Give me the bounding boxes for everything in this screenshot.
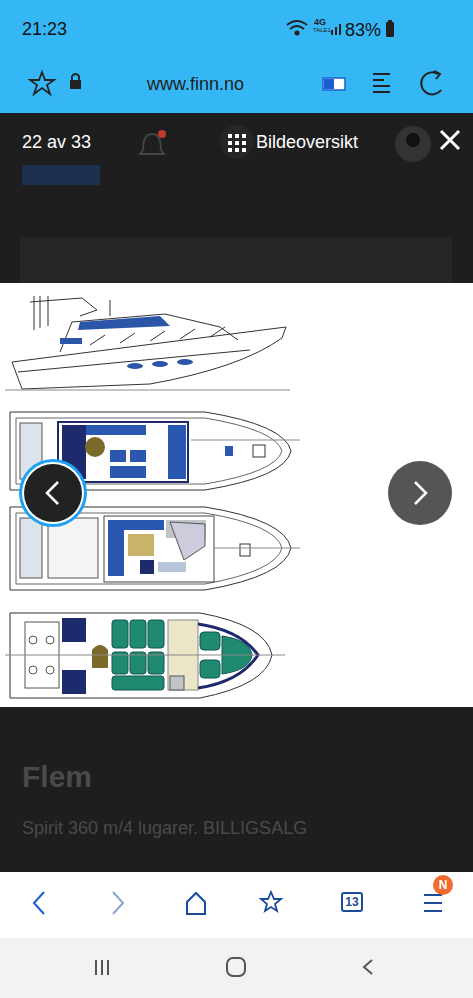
system-nav-bar (0, 938, 473, 998)
bookmarks-icon (261, 892, 281, 911)
side-windows (60, 316, 193, 369)
bell-badge (158, 130, 166, 138)
forward-icon (113, 892, 123, 914)
star-icon (30, 72, 54, 94)
grid-button-bg (220, 125, 254, 159)
node-text: 13 (345, 896, 358, 908)
signal-icon (331, 24, 341, 35)
reload-arrow (434, 71, 440, 79)
close-icon (441, 131, 459, 149)
listing-subtitle: Spirit 360 m/4 lugarer. BILLIGSALG (22, 818, 307, 839)
avatar (395, 126, 431, 162)
notification-badge: N (433, 875, 453, 895)
image-counter: 22 av 33 (22, 132, 91, 153)
browser-bottom-bar (0, 872, 473, 938)
reader-icon (323, 78, 345, 90)
image-area (0, 283, 473, 707)
listing-title: Flem (22, 760, 92, 795)
lock-icon (70, 80, 81, 89)
back-system-icon (364, 960, 372, 974)
grid-icon (228, 134, 246, 152)
boat-side-view (5, 296, 290, 390)
reader-icon-fill (324, 79, 334, 89)
dim-logo (22, 165, 100, 185)
url-text: www.finn.no (147, 74, 244, 95)
network-type: 4G (314, 17, 326, 27)
lower-deck-plan (5, 613, 285, 698)
clock: 21:23 (22, 19, 67, 40)
prev-ring (19, 459, 87, 527)
network-sub: TALE1 (313, 27, 331, 34)
wifi-icon (287, 21, 307, 35)
battery-icon (386, 22, 394, 37)
prev-gap (22, 462, 84, 524)
gallery-link: Bildeoversikt (256, 132, 358, 153)
next-arrow (415, 482, 426, 504)
browser-bar (0, 0, 473, 113)
node-text: N (439, 879, 448, 891)
recents-icon (96, 960, 108, 975)
battery-tip (388, 20, 392, 23)
avatar-head (406, 133, 420, 147)
home-system-icon (227, 958, 245, 976)
tab-count: 13 (341, 892, 363, 912)
lock-shackle (72, 74, 79, 80)
battery-percent: 83% (345, 20, 381, 41)
home-icon (187, 893, 205, 914)
dim-panel (20, 238, 452, 283)
prev-arrow (47, 482, 58, 504)
next-button (388, 461, 452, 525)
list-icon (373, 74, 390, 92)
viewer-background (0, 113, 473, 283)
menu-icon (424, 895, 442, 911)
back-icon (34, 892, 44, 914)
prev-button (24, 464, 82, 522)
